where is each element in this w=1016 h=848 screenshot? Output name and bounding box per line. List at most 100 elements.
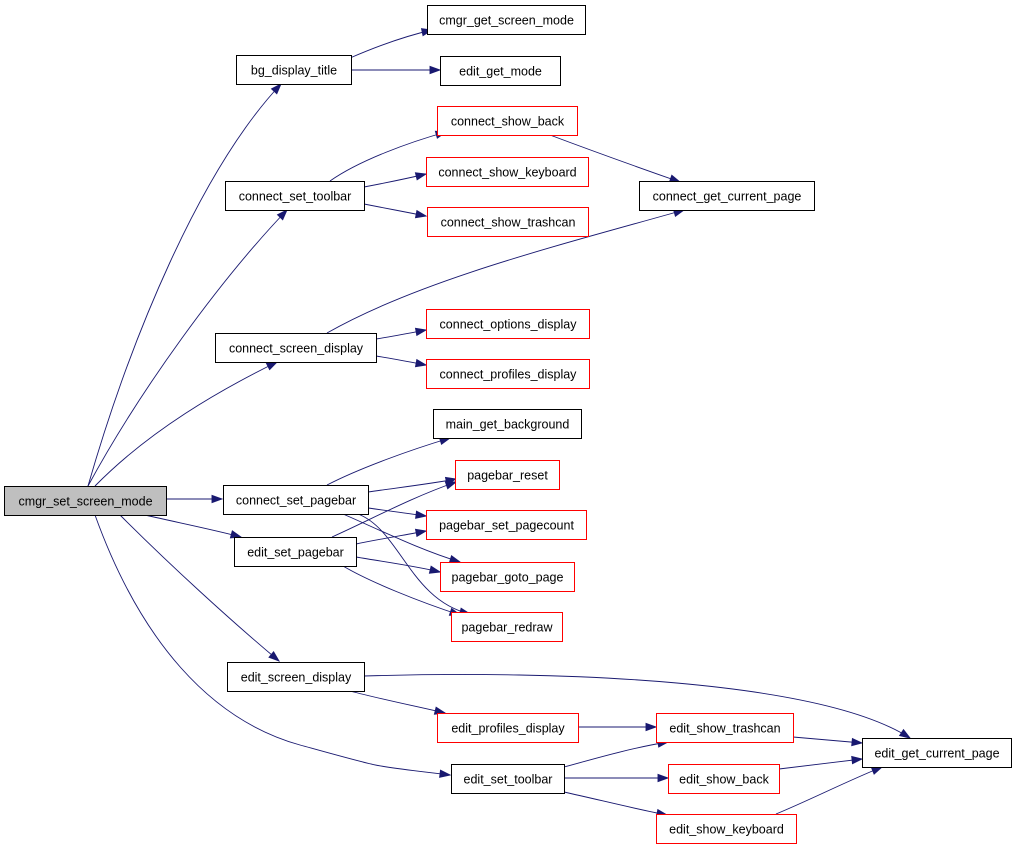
- node-edit-set-toolbar[interactable]: edit_set_toolbar: [451, 764, 565, 794]
- node-label: bg_display_title: [251, 64, 337, 78]
- node-label: edit_set_pagebar: [247, 546, 344, 560]
- node-box: [433, 409, 582, 439]
- node-edit-get-mode[interactable]: edit_get_mode: [440, 56, 561, 86]
- edge-line: [563, 741, 669, 768]
- arrowhead-icon: [414, 358, 428, 368]
- node-cmgr-set-screen-mode[interactable]: cmgr_set_screen_mode: [4, 486, 167, 516]
- nodes-layer: cmgr_set_screen_mode bg_display_title cmgr…: [4, 5, 1012, 844]
- edge-line: [775, 766, 883, 815]
- node-connect-show-trashcan[interactable]: connect_show_trashcan: [427, 207, 589, 237]
- edge-line: [342, 513, 461, 563]
- node-pagebar-redraw[interactable]: pagebar_redraw: [451, 612, 563, 642]
- node-edit-get-current-page[interactable]: edit_get_current_page: [862, 738, 1012, 768]
- arrowhead-icon: [439, 769, 452, 778]
- edge-edit_set_toolbar-to-edit_show_back: [564, 773, 670, 783]
- node-edit-profiles-display[interactable]: edit_profiles_display: [437, 713, 579, 743]
- edge-line: [329, 131, 447, 182]
- node-label: edit_set_toolbar: [464, 773, 553, 787]
- node-label: cmgr_get_screen_mode: [439, 14, 574, 28]
- node-connect-set-toolbar[interactable]: connect_set_toolbar: [225, 181, 365, 211]
- arrowhead-icon: [645, 722, 658, 732]
- arrowhead-icon: [414, 172, 428, 181]
- node-edit-show-back[interactable]: edit_show_back: [668, 764, 780, 794]
- arrowhead-icon: [229, 530, 243, 539]
- node-label: connect_get_current_page: [653, 190, 802, 204]
- node-label: edit_get_mode: [459, 65, 542, 79]
- node-box: [862, 738, 1012, 768]
- node-connect-set-pagebar[interactable]: connect_set_pagebar: [223, 485, 369, 515]
- arrowhead-icon: [898, 728, 912, 739]
- node-box: [236, 55, 352, 85]
- arrowhead-icon: [414, 327, 428, 337]
- edge-cmgr_set_screen_mode-to-edit_screen_display: [119, 514, 281, 662]
- edge-line: [563, 791, 668, 816]
- node-connect-options-display[interactable]: connect_options_display: [426, 309, 590, 339]
- edge-edit_set_pagebar-to-pagebar_set_pagecount: [355, 528, 428, 545]
- node-label: connect_profiles_display: [440, 368, 578, 382]
- arrowhead-icon: [414, 528, 428, 538]
- node-box: [227, 662, 365, 692]
- node-box: [234, 537, 357, 567]
- edge-edit_screen_display-to-edit_get_current_page: [363, 674, 912, 739]
- edge-cmgr_set_screen_mode-to-bg_display_title: [87, 83, 282, 487]
- edge-line: [367, 478, 457, 493]
- edge-edit_set_toolbar-to-edit_show_keyboard: [563, 791, 669, 818]
- edge-connect_set_pagebar-to-pagebar_set_pagecount: [367, 507, 428, 519]
- edge-edit_show_trashcan-to-edit_get_current_page: [792, 736, 864, 747]
- arrowhead-icon: [414, 209, 428, 219]
- arrowhead-icon: [851, 737, 864, 747]
- node-edit-show-trashcan[interactable]: edit_show_trashcan: [656, 713, 794, 743]
- edge-line: [363, 674, 911, 739]
- node-label: connect_show_trashcan: [441, 216, 576, 230]
- node-connect-show-back[interactable]: connect_show_back: [437, 106, 578, 136]
- node-box: [440, 56, 561, 86]
- node-box: [437, 106, 578, 136]
- node-main-get-background[interactable]: main_get_background: [433, 409, 582, 439]
- node-box: [426, 157, 589, 187]
- node-pagebar-reset[interactable]: pagebar_reset: [455, 460, 560, 490]
- node-label: edit_show_keyboard: [669, 823, 784, 837]
- node-box: [455, 460, 560, 490]
- node-pagebar-goto-page[interactable]: pagebar_goto_page: [440, 562, 575, 592]
- edge-connect_set_toolbar-to-connect_show_keyboard: [363, 172, 428, 188]
- node-box: [215, 333, 377, 363]
- node-connect-screen-display[interactable]: connect_screen_display: [215, 333, 377, 363]
- edge-connect_screen_display-to-connect_options_display: [375, 327, 428, 340]
- arrowhead-icon: [268, 651, 281, 662]
- node-connect-profiles-display[interactable]: connect_profiles_display: [426, 359, 590, 389]
- node-connect-get-current-page[interactable]: connect_get_current_page: [639, 181, 815, 211]
- edge-cmgr_set_screen_mode-to-edit_set_pagebar: [144, 514, 243, 539]
- node-pagebar-set-pagecount[interactable]: pagebar_set_pagecount: [426, 510, 587, 540]
- node-label: edit_show_trashcan: [669, 722, 780, 736]
- edge-edit_screen_display-to-edit_profiles_display: [349, 690, 447, 715]
- edge-line: [326, 437, 451, 486]
- node-connect-show-keyboard[interactable]: connect_show_keyboard: [426, 157, 589, 187]
- edge-edit_set_pagebar-to-pagebar_reset: [331, 481, 458, 538]
- edge-line: [326, 209, 685, 334]
- node-edit-set-pagebar[interactable]: edit_set_pagebar: [234, 537, 357, 567]
- node-box: [451, 764, 565, 794]
- node-label: pagebar_redraw: [461, 621, 553, 635]
- arrowhead-icon: [870, 766, 884, 775]
- node-label: pagebar_set_pagecount: [439, 519, 574, 533]
- node-label: edit_show_back: [679, 773, 769, 787]
- edge-bg_display_title-to-edit_get_mode: [351, 65, 442, 75]
- node-label: connect_options_display: [440, 318, 578, 332]
- arrowhead-icon: [415, 510, 428, 519]
- edge-line: [549, 134, 681, 183]
- node-cmgr-get-screen-mode[interactable]: cmgr_get_screen_mode: [427, 5, 586, 35]
- node-label: connect_show_keyboard: [438, 166, 576, 180]
- arrowhead-icon: [429, 65, 442, 75]
- node-label: connect_show_back: [451, 115, 565, 129]
- node-label: edit_get_current_page: [874, 747, 999, 761]
- node-label: cmgr_set_screen_mode: [18, 495, 152, 509]
- arrowhead-icon: [657, 773, 670, 783]
- node-edit-screen-display[interactable]: edit_screen_display: [227, 662, 365, 692]
- node-box: [223, 485, 369, 515]
- arrowhead-icon: [270, 83, 282, 95]
- node-bg-display-title[interactable]: bg_display_title: [236, 55, 352, 85]
- node-label: edit_screen_display: [241, 671, 352, 685]
- node-box: [426, 359, 590, 389]
- node-edit-show-keyboard[interactable]: edit_show_keyboard: [656, 814, 797, 844]
